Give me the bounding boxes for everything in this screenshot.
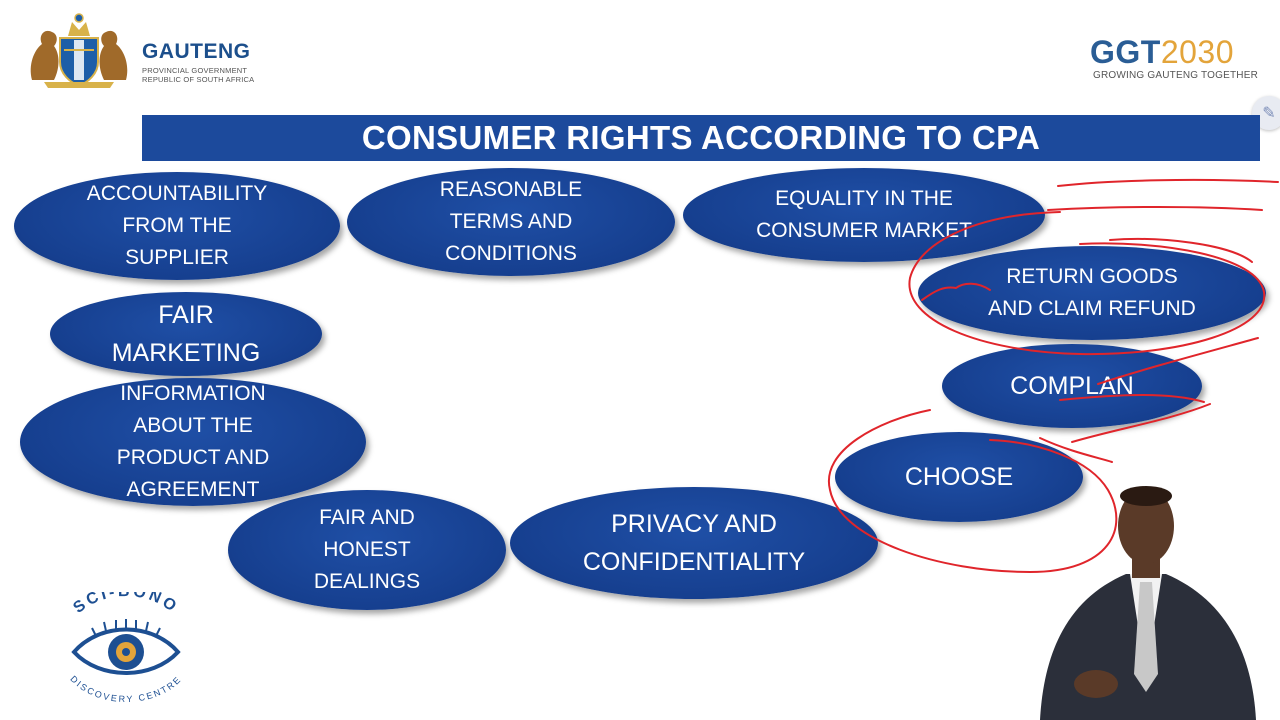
- right-complain-oval: COMPLAN: [942, 344, 1202, 428]
- presenter-tie: [1134, 582, 1158, 692]
- right-label: ACCOUNTABILITY FROM THE SUPPLIER: [86, 182, 268, 269]
- sci-bono-top-text: SCI-BONO: [70, 583, 178, 617]
- right-label: FAIR AND HONEST DEALINGS: [313, 506, 421, 593]
- right-reasonable-terms-oval: REASONABLE TERMS AND CONDITIONS: [347, 168, 675, 276]
- right-label: EQUALITY IN THE CONSUMER MARKET: [756, 187, 972, 242]
- annotation-stroke: [1047, 206, 1263, 211]
- slide-title: CONSUMER RIGHTS ACCORDING TO CPA: [361, 119, 1041, 156]
- svg-text:DISCOVERY CENTRE: DISCOVERY CENTRE: [68, 674, 183, 704]
- presenter-video: [1040, 486, 1256, 720]
- ggt-tagline: GROWING GAUTENG TOGETHER: [1093, 70, 1258, 81]
- gauteng-sub-line2: REPUBLIC OF SOUTH AFRICA: [142, 75, 255, 84]
- annotation-stroke: [1057, 178, 1279, 187]
- right-fair-honest-oval: FAIR AND HONEST DEALINGS: [228, 490, 506, 610]
- right-label: INFORMATION ABOUT THE PRODUCT AND AGREEM…: [116, 382, 270, 501]
- eye-icon: SCI-BONO DISCOVERY CENTRE: [68, 583, 183, 704]
- ggt-year: 2030: [1160, 34, 1235, 70]
- gauteng-name: GAUTENG: [142, 40, 251, 63]
- gauteng-sub-line1: PROVINCIAL GOVERNMENT: [142, 66, 248, 75]
- presenter-head: [1118, 488, 1174, 564]
- sci-bono-logo: SCI-BONO DISCOVERY CENTRE: [40, 583, 212, 704]
- right-fair-marketing-oval: FAIR MARKETING: [50, 292, 322, 376]
- gauteng-logo: GAUTENG PROVINCIAL GOVERNMENT REPUBLIC O…: [24, 10, 264, 90]
- right-accountability-oval: ACCOUNTABILITY FROM THE SUPPLIER: [14, 172, 340, 280]
- right-label: RETURN GOODS AND CLAIM REFUND: [988, 265, 1196, 320]
- right-label: COMPLAN: [1010, 372, 1134, 400]
- ggt2030-logo: GGT2030 GROWING GAUTENG TOGETHER: [1090, 34, 1260, 84]
- right-information-oval: INFORMATION ABOUT THE PRODUCT AND AGREEM…: [20, 378, 366, 506]
- right-label: PRIVACY AND CONFIDENTIALITY: [582, 510, 806, 576]
- right-equality-oval: EQUALITY IN THE CONSUMER MARKET: [683, 168, 1045, 262]
- right-privacy-oval: PRIVACY AND CONFIDENTIALITY: [510, 487, 878, 599]
- right-label: CHOOSE: [904, 463, 1014, 491]
- sci-bono-bottom-text: DISCOVERY CENTRE: [68, 674, 181, 704]
- pen-icon: ✎: [1262, 105, 1276, 122]
- slide-title-banner: CONSUMER RIGHTS ACCORDING TO CPA: [142, 115, 1260, 161]
- right-label: REASONABLE TERMS AND CONDITIONS: [439, 178, 583, 265]
- svg-text:SCI-BONO: SCI-BONO: [70, 592, 181, 617]
- ggt-wordmark: GGT2030: [1090, 34, 1234, 71]
- coat-of-arms-icon: [30, 13, 128, 88]
- presenter-hand: [1074, 670, 1118, 698]
- right-return-goods-oval: RETURN GOODS AND CLAIM REFUND: [918, 246, 1266, 340]
- ggt-prefix: GGT: [1090, 34, 1161, 70]
- presenter-hair: [1120, 486, 1172, 506]
- right-label: FAIR MARKETING: [111, 301, 261, 367]
